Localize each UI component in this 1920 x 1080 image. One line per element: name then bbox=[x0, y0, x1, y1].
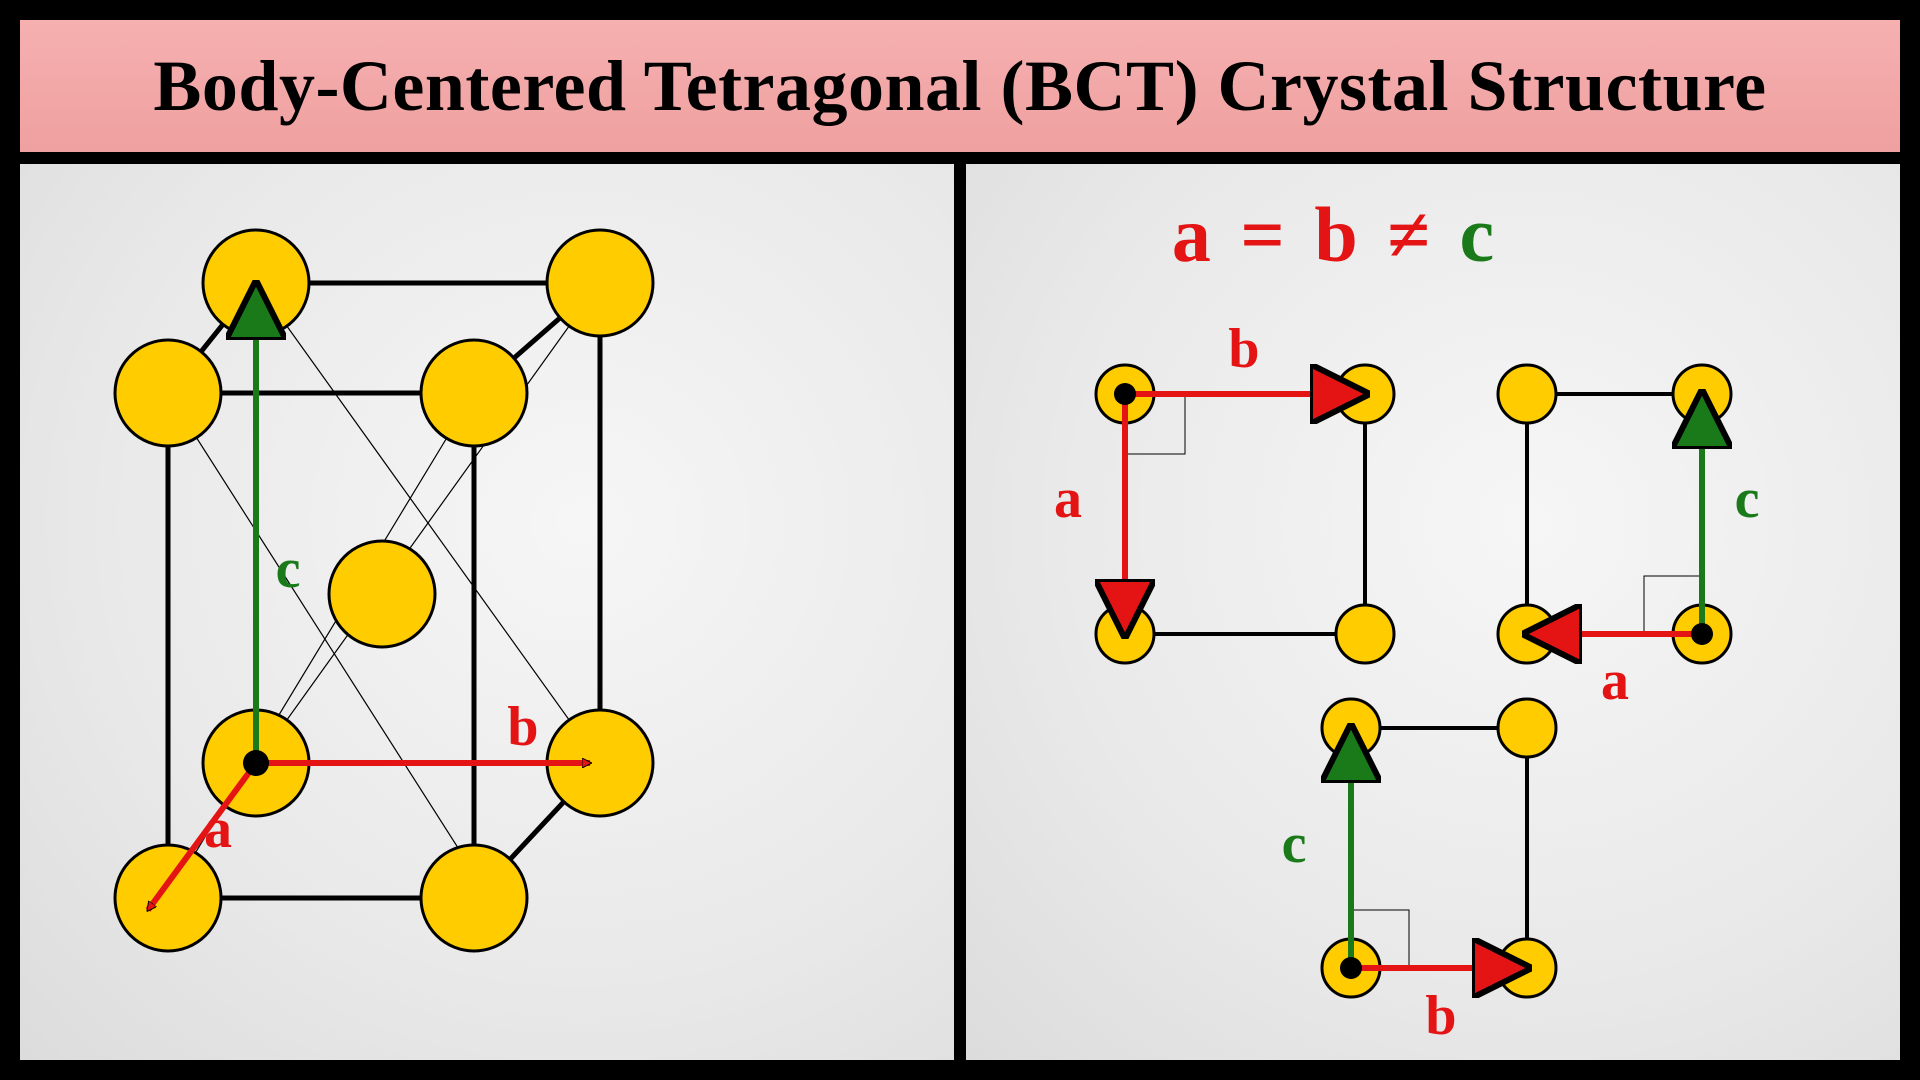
a-label: a bbox=[1601, 650, 1629, 712]
origin-point bbox=[243, 750, 269, 776]
unit-cell-panel: c b a bbox=[20, 164, 954, 1060]
atom-back-top-right bbox=[545, 228, 655, 338]
lattice-vectors bbox=[145, 292, 590, 910]
relation-neq: ≠ bbox=[1387, 191, 1430, 278]
b-label: b bbox=[1425, 985, 1456, 1047]
atom-front-top-left bbox=[113, 338, 223, 448]
face-ac: c a bbox=[1496, 363, 1760, 712]
a-label: a bbox=[1054, 468, 1082, 530]
a-vector-arrow bbox=[145, 761, 259, 910]
page-title: Body-Centered Tetragonal (BCT) Crystal S… bbox=[153, 45, 1767, 126]
atom bbox=[1496, 697, 1558, 759]
atoms bbox=[113, 228, 655, 953]
relation-c: c bbox=[1460, 191, 1495, 278]
relation-text: a = b ≠ c bbox=[1172, 191, 1494, 278]
origin-point bbox=[1114, 383, 1136, 405]
origin-point bbox=[1691, 623, 1713, 645]
relation-b: b bbox=[1314, 191, 1357, 278]
a-label: a bbox=[204, 798, 232, 860]
c-label: c bbox=[1282, 813, 1307, 875]
diagonal-line bbox=[255, 282, 601, 764]
atom-front-bottom-right bbox=[419, 843, 529, 953]
faces-diagram: a = b ≠ c bbox=[1054, 191, 1760, 1047]
face-ab: b a bbox=[1054, 318, 1396, 665]
atom bbox=[1334, 603, 1396, 665]
relation-a: a bbox=[1172, 191, 1211, 278]
title-bar: Body-Centered Tetragonal (BCT) Crystal S… bbox=[20, 20, 1900, 152]
diagonal-line bbox=[167, 392, 491, 899]
faces-panel: a = b ≠ c bbox=[966, 164, 1900, 1060]
atom-front-bottom-left bbox=[113, 843, 223, 953]
atom-body-center bbox=[327, 539, 437, 649]
b-label: b bbox=[507, 696, 538, 758]
c-label: c bbox=[1735, 468, 1760, 530]
relation-eq: = bbox=[1240, 191, 1284, 278]
face-bc: c b bbox=[1282, 697, 1558, 1047]
c-label: c bbox=[276, 538, 301, 600]
atom bbox=[1496, 363, 1558, 425]
unit-cell-diagram: c b a bbox=[113, 228, 655, 953]
b-label: b bbox=[1228, 318, 1259, 380]
origin-point bbox=[1340, 957, 1362, 979]
atom-front-top-right bbox=[419, 338, 529, 448]
